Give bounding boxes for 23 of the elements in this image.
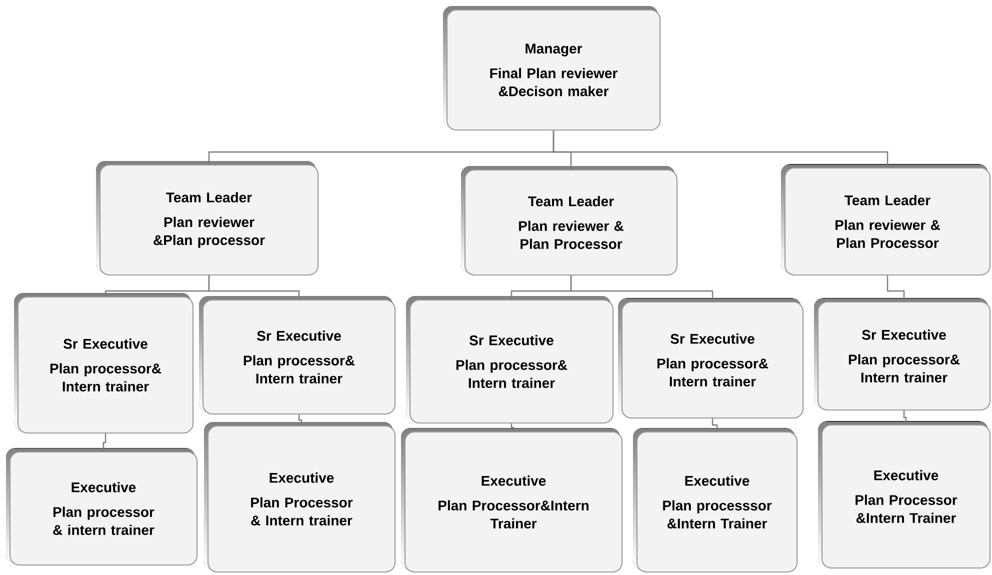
- role-box: Sr Executive Plan processor& Intern trainer: [14, 293, 194, 434]
- connector-line: [298, 414, 302, 426]
- connector-line: [886, 276, 905, 302]
- connector-line: [510, 424, 514, 432]
- role-box: Sr Executive Plan processor& Intern trainer: [618, 298, 804, 419]
- role-box: Sr Executive Plan processor& Intern trainer: [199, 296, 396, 415]
- role-box: Sr Executive Plan processor& Intern trainer: [406, 296, 614, 424]
- connector-line: [712, 418, 718, 432]
- connector-line: [570, 276, 714, 302]
- role-box: Executive Plan processor & intern trainer: [6, 448, 198, 566]
- role-box: Executive Plan Processor & Intern trainer: [204, 422, 396, 573]
- role-box: Executive Plan Processor&Intern Trainer: [401, 428, 623, 573]
- role-box: Team Leader Plan reviewer & Plan Processor: [781, 164, 991, 276]
- role-box: Executive Plan Processor &Intern Trainer: [818, 421, 991, 569]
- role-box: Team Leader Plan reviewer &Plan processor: [96, 161, 319, 276]
- connector-line: [208, 276, 300, 300]
- role-box: Sr Executive Plan processor& Intern trainer: [814, 298, 991, 411]
- role-box: Executive Plan processsor &Intern Trainer: [633, 428, 798, 573]
- role-box: Team Leader Plan reviewer & Plan Processor: [461, 166, 678, 276]
- connector-line: [552, 130, 888, 168]
- role-box: Manager Final Plan reviewer &Decison maker: [443, 6, 661, 131]
- connector-line: [903, 410, 907, 424]
- connector-line: [102, 434, 106, 452]
